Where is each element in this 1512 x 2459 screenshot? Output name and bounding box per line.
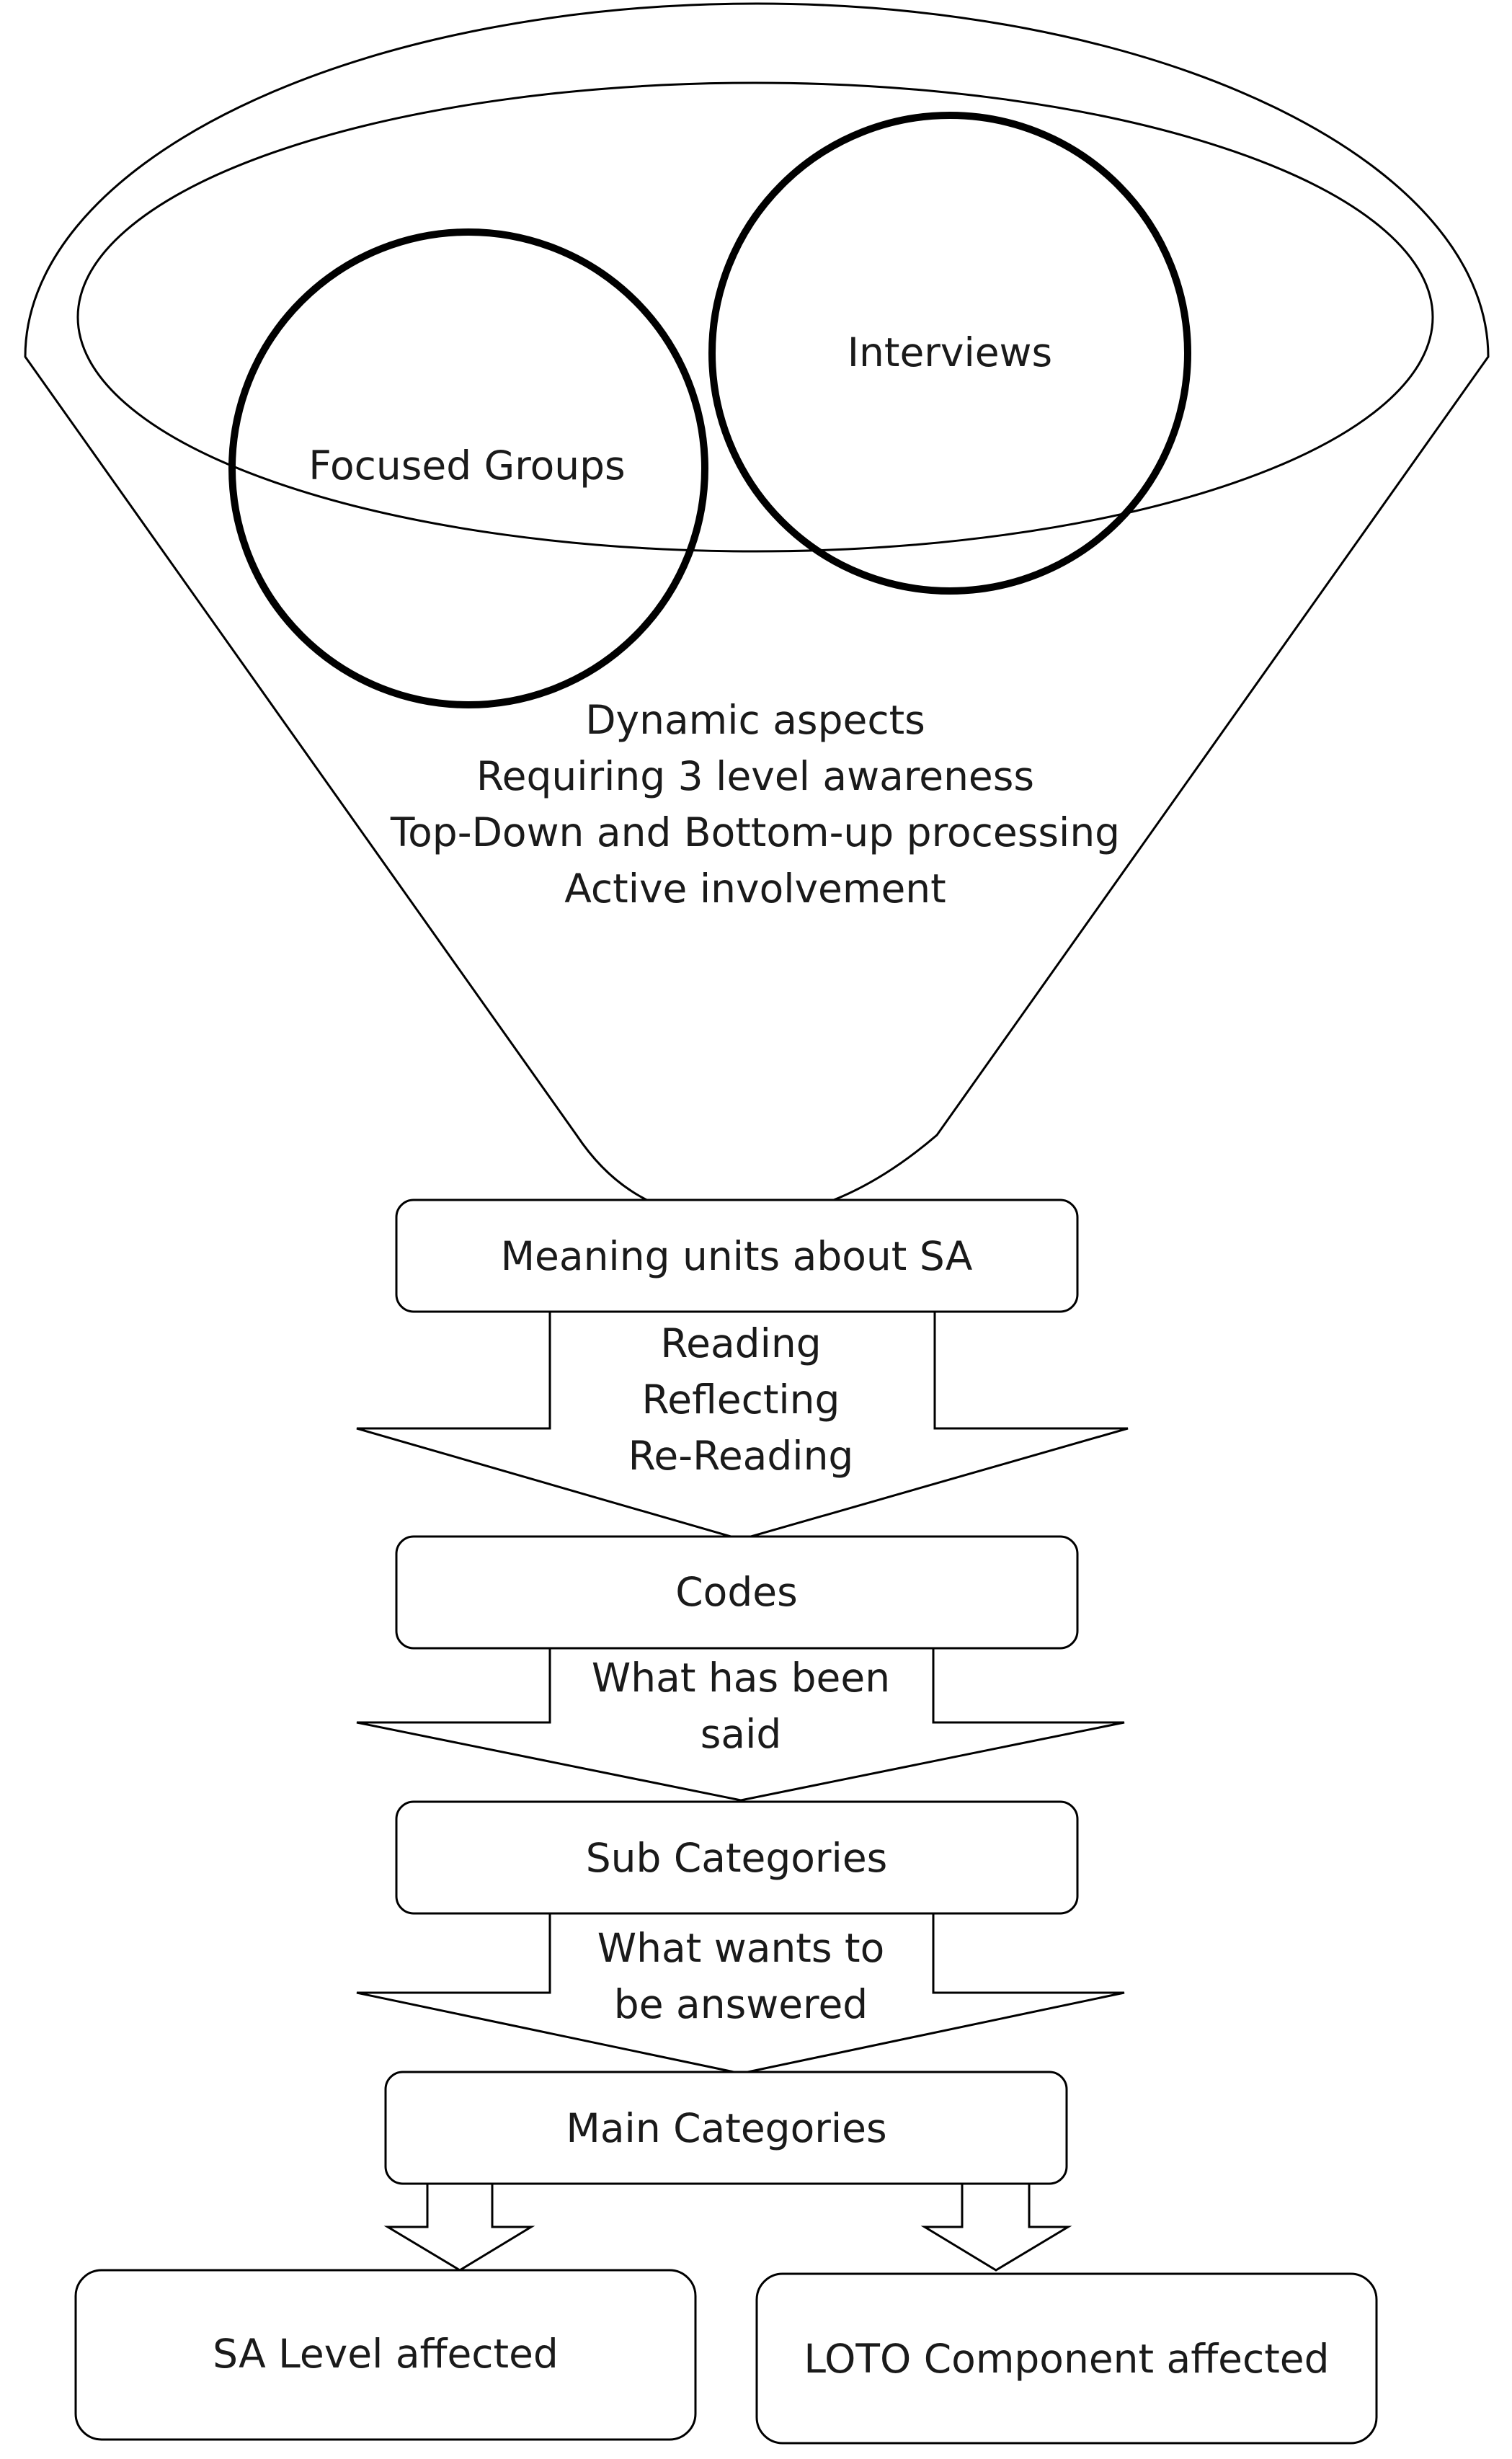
interviews-label: Interviews <box>848 329 1052 375</box>
focused-groups-circle <box>228 228 708 708</box>
step-box-sub-categories <box>395 1800 1079 1915</box>
interviews-circle <box>708 112 1191 595</box>
transition-label: Re-Reading <box>628 1433 854 1479</box>
transition-label: Reflecting <box>642 1377 840 1423</box>
outcome-label-sa-level: SA Level affected <box>213 2331 559 2377</box>
step-label-codes: Codes <box>675 1569 797 1615</box>
step-label-main-categories: Main Categories <box>566 2105 886 2151</box>
transition-label: What has been <box>592 1655 890 1701</box>
funnel-body <box>24 2 1490 1219</box>
transition-label: said <box>701 1711 782 1757</box>
transition-arrow <box>356 1912 1125 2075</box>
step-box-main-categories <box>384 2071 1068 2185</box>
transition-label: be answered <box>614 1981 868 2027</box>
funnel-rim <box>76 81 1434 553</box>
step-label-meaning-units: Meaning units about SA <box>501 1233 973 1279</box>
down-arrow-left <box>383 2179 535 2272</box>
step-box-codes <box>395 1535 1079 1650</box>
step-box-meaning-units <box>395 1199 1079 1313</box>
down-arrow-right <box>920 2179 1072 2272</box>
transition-label: Reading <box>660 1320 821 1366</box>
outcome-box-sa-level <box>74 2269 697 2441</box>
step-label-sub-categories: Sub Categories <box>586 1835 888 1881</box>
aspect-line: Top-Down and Bottom-up processing <box>390 809 1120 855</box>
transition-label: What wants to <box>597 1925 884 1971</box>
outcome-label-loto-component: LOTO Component affected <box>804 2336 1329 2382</box>
aspect-line: Dynamic aspects <box>585 697 925 743</box>
aspect-line: Requiring 3 level awareness <box>476 753 1034 799</box>
transition-arrow <box>356 1647 1125 1802</box>
aspect-line: Active involvement <box>564 866 946 912</box>
focused-groups-label: Focused Groups <box>308 443 625 489</box>
transition-arrow <box>356 1310 1129 1541</box>
outcome-box-loto-component <box>755 2272 1378 2445</box>
